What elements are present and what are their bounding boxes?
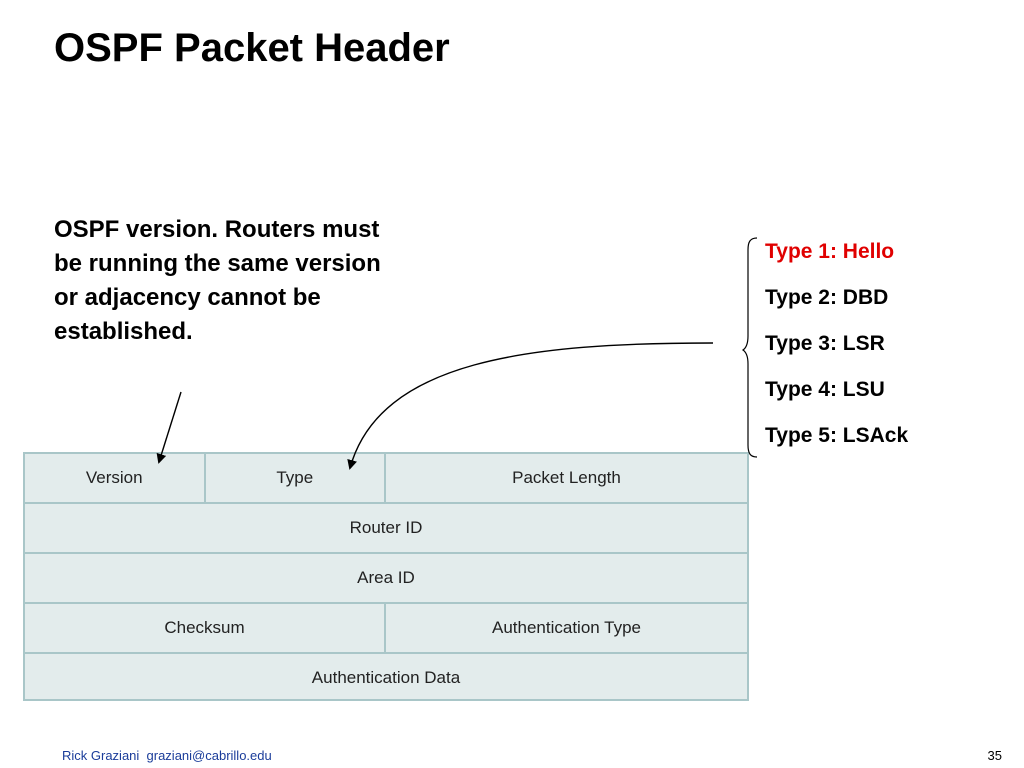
version-annotation: OSPF version. Routers must be running th…: [54, 216, 381, 345]
packet-type-list: Type 1: Hello Type 2: DBD Type 3: LSR Ty…: [765, 234, 908, 464]
type-arrow: [347, 342, 714, 470]
header-row-1: Version Type Packet Length: [25, 454, 747, 504]
version-arrow: [156, 391, 182, 464]
footer-author: Rick Graziani graziani@cabrillo.edu: [62, 748, 272, 763]
packet-type-lsack: Type 5: LSAck: [765, 424, 909, 447]
packet-type-lsu: Type 4: LSU: [765, 378, 885, 401]
ospf-header-diagram: Version Type Packet Length Router ID Are…: [23, 452, 749, 701]
field-router-id: Router ID: [349, 518, 423, 537]
field-area-id: Area ID: [357, 568, 415, 587]
packet-type-dbd: Type 2: DBD: [765, 286, 889, 309]
packet-type-lsr: Type 3: LSR: [765, 332, 885, 355]
header-row-3: Area ID: [25, 554, 747, 604]
slide-title: OSPF Packet Header: [54, 26, 450, 70]
field-type: Type: [206, 454, 386, 502]
packet-type-hello: Type 1: Hello: [765, 240, 895, 263]
field-checksum: Checksum: [25, 604, 386, 652]
field-version: Version: [25, 454, 206, 502]
field-authentication-type: Authentication Type: [491, 618, 641, 637]
field-authentication-data: Authentication Data: [311, 667, 461, 687]
header-row-5: Authentication Data: [25, 654, 747, 701]
type-list-brace: [741, 237, 758, 458]
field-packet-length: Packet Length: [512, 468, 621, 487]
header-row-2: Router ID: [25, 504, 747, 554]
page-number: 35: [987, 748, 1002, 763]
header-row-4: Checksum Authentication Type: [25, 604, 747, 654]
